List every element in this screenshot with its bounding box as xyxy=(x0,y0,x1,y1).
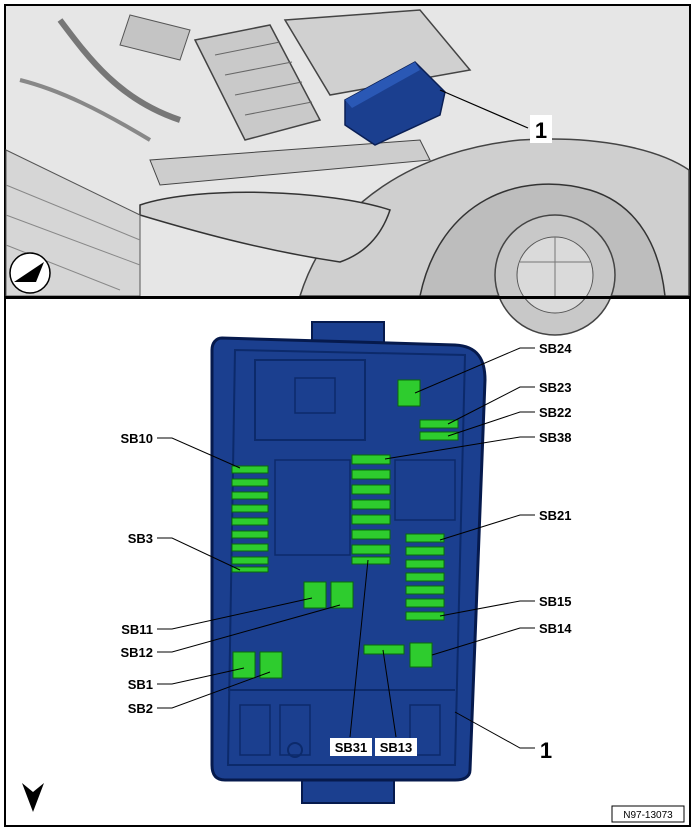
leader-lines xyxy=(157,347,535,749)
label-sb22: SB22 xyxy=(539,405,572,420)
label-sb23: SB23 xyxy=(539,380,572,395)
arrow-left-icon xyxy=(9,252,51,294)
callout-number-top: 1 xyxy=(535,118,547,143)
label-sb14: SB14 xyxy=(539,621,572,636)
label-sb2: SB2 xyxy=(128,701,153,716)
fuse-column-middle xyxy=(351,454,391,565)
label-sb31: SB31 xyxy=(335,740,368,755)
fuse-sb23 xyxy=(419,419,459,429)
fuse-column-right xyxy=(405,533,445,621)
fuses xyxy=(231,379,459,679)
reference-code-box xyxy=(611,805,685,823)
label-sb10: SB10 xyxy=(120,431,153,446)
fuse-labels: SB24 SB23 SB22 SB38 SB10 SB3 SB21 SB15 S… xyxy=(120,341,572,756)
callout-line-top xyxy=(439,89,529,129)
fuse-column-left xyxy=(231,465,269,573)
label-sb3: SB3 xyxy=(128,531,153,546)
fuse-sb24 xyxy=(397,379,421,407)
label-sb24: SB24 xyxy=(539,341,572,356)
label-sb38: SB38 xyxy=(539,430,572,445)
fuse-sb1 xyxy=(232,651,256,679)
fuse-sb22 xyxy=(419,431,459,441)
label-sb13: SB13 xyxy=(380,740,413,755)
arrow-down-icon xyxy=(22,783,44,812)
engine-bay-illustration xyxy=(5,6,690,336)
reference-code: N97-13073 xyxy=(623,810,673,821)
fuse-sb13 xyxy=(363,644,405,655)
section-divider xyxy=(4,296,691,299)
label-sb12: SB12 xyxy=(120,645,153,660)
label-sb1: SB1 xyxy=(128,677,153,692)
fuse-sb12 xyxy=(330,581,354,609)
label-sb15: SB15 xyxy=(539,594,572,609)
label-sb11: SB11 xyxy=(121,622,153,637)
fuse-sb14 xyxy=(409,642,433,668)
fuse-sb2 xyxy=(259,651,283,679)
callout-number-bottom: 1 xyxy=(540,738,552,763)
callout-box-top xyxy=(530,115,552,143)
label-sb21: SB21 xyxy=(539,508,572,523)
fuse-sb11 xyxy=(303,581,327,609)
